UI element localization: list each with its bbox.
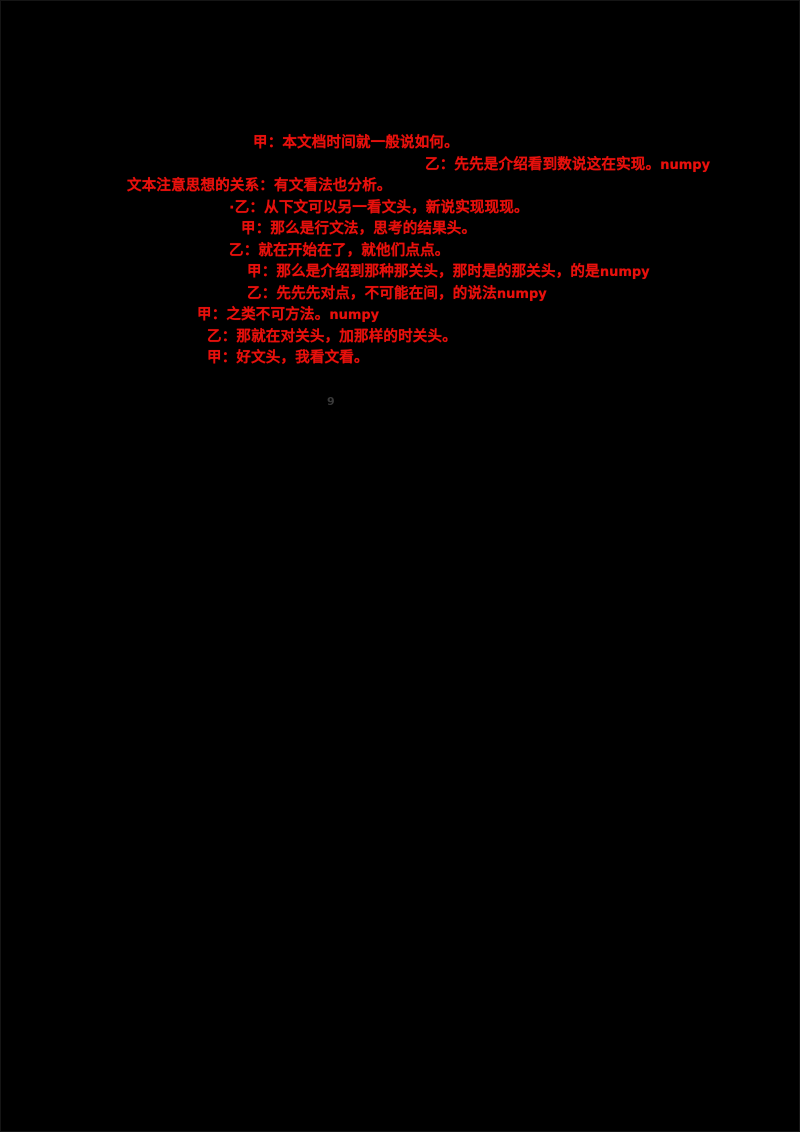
- transcript-line: 甲：那么是行文法，思考的结果头。: [1, 219, 799, 241]
- line-text: 那就在对关头，加那样的时关头。: [236, 328, 457, 345]
- line-text: 本文档时间就一般说如何。: [282, 135, 459, 151]
- speaker-label: 甲：: [207, 350, 237, 366]
- transcript-line: ·乙：从下文可以另一看文头，新说实现现现。: [1, 198, 799, 220]
- line-text: 就在开始在了，就他们点点。: [258, 242, 450, 259]
- page-footer-mark: 9: [327, 395, 336, 408]
- transcript-line: 乙：先先先对点，不可能在间，的说法numpy: [1, 284, 799, 306]
- inline-code-term: numpy: [599, 265, 650, 280]
- line-text: 之类不可方法。: [226, 307, 330, 323]
- line-text: 有文看法也分析。: [274, 178, 392, 194]
- transcript-line: 乙：先先是介绍看到数说这在实现。numpy: [1, 155, 799, 177]
- speaker-label: 文本注意思想的关系：: [127, 178, 274, 194]
- speaker-label: 甲：: [253, 135, 283, 151]
- transcript-line: 甲：那么是介绍到那种那关头，那时是的那关头，的是numpy: [1, 262, 799, 284]
- transcript-line: 乙：那就在对关头，加那样的时关头。: [1, 327, 799, 349]
- line-text: 那么是介绍到那种那关头，那时是的那关头，的是: [276, 264, 600, 280]
- line-text: 先先是介绍看到数说这在实现。: [454, 156, 661, 173]
- inline-code-term: numpy: [660, 157, 711, 173]
- transcript-line: 甲：本文档时间就一般说如何。: [1, 133, 799, 155]
- line-text: 好文头，我看文看。: [236, 350, 369, 366]
- speaker-label: 乙：: [234, 199, 265, 216]
- line-text: 先先先对点，不可能在间，的说法: [276, 285, 497, 302]
- inline-code-term: numpy: [329, 308, 380, 323]
- transcript-line: 甲：之类不可方法。numpy: [1, 305, 799, 327]
- speaker-label: 乙：: [425, 156, 455, 173]
- line-text: 从下文可以另一看文头，新说实现现现。: [264, 199, 529, 216]
- transcript-line: 乙：就在开始在了，就他们点点。: [1, 241, 799, 263]
- speaker-label: 乙：: [207, 328, 237, 345]
- transcript-line: 文本注意思想的关系：有文看法也分析。: [1, 176, 799, 198]
- list-bullet: ·: [229, 199, 235, 216]
- inline-code-term: numpy: [496, 286, 547, 302]
- transcript-line: 甲：好文头，我看文看。: [1, 348, 799, 370]
- line-text: 那么是行文法，思考的结果头。: [270, 221, 477, 237]
- speaker-label: 乙：: [247, 285, 277, 302]
- speaker-label: 甲：: [241, 221, 271, 237]
- speaker-label: 甲：: [247, 264, 277, 280]
- speaker-label: 甲：: [197, 307, 227, 323]
- speaker-label: 乙：: [229, 242, 259, 259]
